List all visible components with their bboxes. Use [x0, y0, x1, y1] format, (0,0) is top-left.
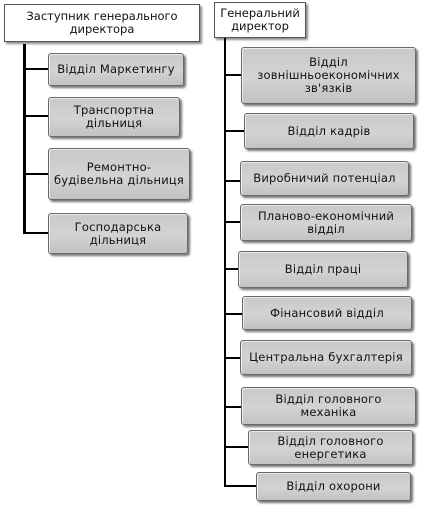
dept-label: Відділ головного механіка: [275, 392, 382, 419]
left-connector-line: [23, 173, 48, 175]
dept-repair-construction: Ремонтно-будівельна дільниця: [48, 148, 190, 200]
dept-label: Відділ зовнішньоекономічних зв'язків: [257, 55, 400, 95]
dept-chief-mechanic: Відділ головного механіка: [241, 387, 416, 425]
dept-label: Фінансовий відділ: [270, 305, 384, 320]
left-connector-line: [23, 68, 48, 70]
dept-central-accounting: Центральна бухгалтерія: [240, 340, 412, 375]
general-director-box: Генеральний директор: [214, 2, 306, 38]
right-connector-line: [224, 485, 256, 487]
dept-label: Центральна бухгалтерія: [249, 350, 403, 364]
dept-label: Відділ праці: [284, 262, 362, 276]
dept-planning-economic: Планово-економічний відділ: [240, 204, 412, 241]
dept-label: Відділ охорони: [286, 479, 381, 493]
dept-label: Транспортна дільниця: [73, 103, 155, 130]
right-connector-line: [224, 357, 240, 359]
left-trunk-line: [23, 44, 26, 234]
dept-label: Виробничий потенціал: [253, 171, 396, 185]
dept-labor: Відділ праці: [238, 251, 408, 288]
dept-foreign-economic: Відділ зовнішньоекономічних зв'язків: [241, 47, 416, 104]
dept-label: Відділ головного енергетика: [277, 433, 384, 461]
dept-label: Планово-економічний відділ: [257, 208, 395, 236]
dept-security: Відділ охорони: [256, 472, 411, 501]
dept-marketing: Відділ Маркетингу: [48, 53, 184, 86]
deputy-director-box: Заступник генерального директора: [4, 4, 200, 42]
dept-label: Господарська дільниця: [74, 219, 162, 247]
right-connector-line: [224, 446, 248, 448]
general-director-title: Генеральний директор: [220, 6, 300, 33]
dept-label: Відділ кадрів: [287, 123, 371, 138]
dept-label: Відділ Маркетингу: [57, 62, 175, 76]
deputy-director-title: Заступник генерального директора: [26, 9, 178, 36]
right-connector-line: [224, 130, 244, 132]
dept-hr: Відділ кадрів: [244, 113, 414, 149]
left-connector-line: [23, 115, 48, 117]
dept-label: Ремонтно-будівельна дільниця: [53, 160, 185, 187]
right-connector-line: [224, 74, 241, 76]
right-connector-line: [224, 406, 241, 408]
right-connector-line: [224, 221, 240, 223]
dept-household: Господарська дільниця: [48, 213, 188, 254]
right-connector-line: [224, 313, 242, 315]
dept-production-potential: Виробничий потенціал: [240, 161, 409, 196]
right-connector-line: [224, 268, 238, 270]
right-connector-line: [224, 180, 240, 182]
dept-finance: Фінансовий відділ: [242, 296, 412, 330]
dept-chief-energy: Відділ головного енергетика: [248, 430, 413, 465]
dept-transport: Транспортна дільниця: [48, 97, 180, 137]
left-connector-line: [23, 232, 48, 234]
right-trunk-line: [224, 38, 226, 487]
